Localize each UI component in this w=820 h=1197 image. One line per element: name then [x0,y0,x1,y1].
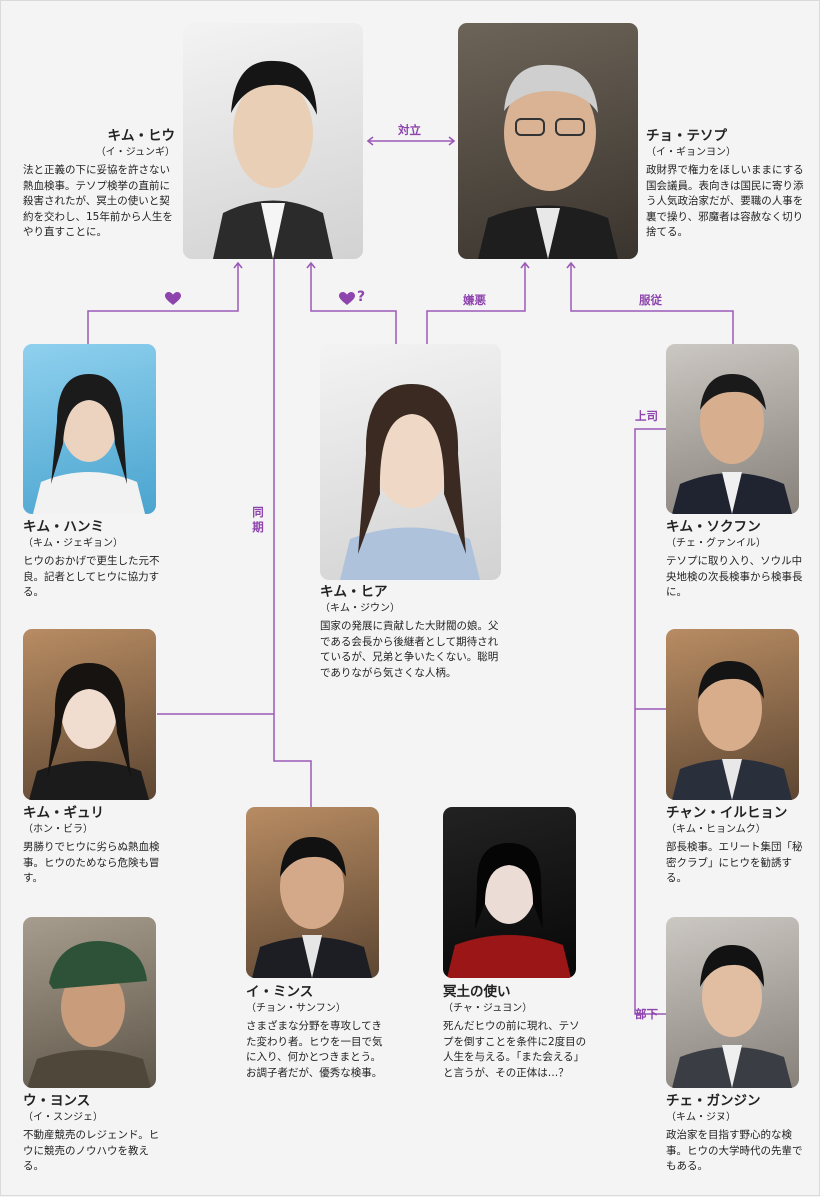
character-description: 法と正義の下に妥協を許さない熱血検事。テソプ検挙の直前に殺害されたが、冥土の使い… [23,164,173,238]
che-ganjin-photo [666,917,799,1088]
character-description: ヒウのおかげで更生した元不良。記者としてヒウに協力する。 [23,555,160,598]
che-ganjin-info: チェ・ガンジン （キム・ジヌ） 政治家を目指す野心的な検事。ヒウの大学時代の先輩… [666,1093,804,1175]
kim-hiu-photo [183,23,363,259]
kim-gyuri-info: キム・ギュリ （ホン・ビラ） 男勝りでヒウに劣らぬ熱血検事。ヒウのためなら危険も… [23,805,161,887]
lee-minsu-photo [246,807,379,978]
chan-ilhyon-photo [666,629,799,800]
character-name: キム・ハンミ [23,519,104,535]
kim-hia-photo [320,344,501,580]
character-description: 政治家を目指す野心的な検事。ヒウの大学時代の先輩でもある。 [666,1129,803,1172]
character-description: 男勝りでヒウに劣らぬ熱血検事。ヒウのためなら危険も冒す。 [23,841,160,884]
u-yonsu-photo [23,917,156,1088]
character-name: キム・ヒウ [107,128,176,144]
actor-name: （チェ・グァンイル） [666,538,766,549]
lee-minsu-info: イ・ミンス （チョン・サンフン） さまざまな分野を専攻してきた変わり者。ヒウを一… [246,984,388,1081]
kim-sokfun-info: キム・ソクフン （チェ・グァンイル） テソプに取り入り、ソウル中央地検の次長検事… [666,519,804,601]
character-name: イ・ミンス [246,984,314,1000]
rel-colleague-label: 同期 [252,505,264,534]
character-description: 国家の発展に貢献した大財閥の娘。父である会長から後継者として期待されているが、兄… [320,620,499,679]
character-name: キム・ギュリ [23,805,104,821]
actor-name: （ホン・ビラ） [23,824,93,835]
question-mark-label: ? [357,289,366,305]
character-description: 政財界で権力をほしいままにする国会議員。表向きは国民に寄り添う人気政治家だが、要… [646,164,804,238]
actor-name: （キム・ジヌ） [666,1112,736,1123]
rel-hate-label: 嫌悪 [463,293,486,307]
character-description: 不動産競売のレジェンド。ヒウに競売のノウハウを教える。 [23,1129,160,1172]
actor-name: （キム・ジウン） [320,603,400,614]
cho-tesop-photo [458,23,638,259]
character-description: さまざまな分野を専攻してきた変わり者。ヒウを一目で気に入り、何かとつきまとう。お… [246,1020,383,1079]
kim-hanmi-info: キム・ハンミ （キム・ジェギョン） ヒウのおかげで更生した元不良。記者としてヒウ… [23,519,161,601]
kim-hanmi-photo [23,344,156,514]
kim-sokfun-photo [666,344,799,514]
character-description: 死んだヒウの前に現れ、テソプを倒すことを条件に2度目の人生を与える。「また会える… [443,1020,587,1079]
u-yonsu-info: ウ・ヨンス （イ・スンジェ） 不動産競売のレジェンド。ヒウに競売のノウハウを教え… [23,1093,165,1175]
actor-name: （キム・ジェギョン） [23,538,123,549]
rel-obey-label: 服従 [639,293,662,307]
kim-gyuri-photo [23,629,156,800]
character-name: ウ・ヨンス [23,1093,91,1109]
heart-icon [165,292,181,305]
character-description: テソプに取り入り、ソウル中央地検の次長検事から検事長に。 [666,555,803,598]
meido-info: 冥土の使い （チャ・ジュヨン） 死んだヒウの前に現れ、テソプを倒すことを条件に2… [443,984,588,1081]
character-name: チャン・イルヒョン [666,805,788,821]
actor-name: （イ・ジュンギ） [95,147,175,158]
kim-hiu-info: キム・ヒウ （イ・ジュンギ） 法と正義の下に妥協を許さない熱血検事。テソプ検挙の… [23,128,175,241]
character-name: キム・ソクフン [666,519,761,535]
character-name: 冥土の使い [443,984,511,1000]
actor-name: （キム・ヒョンムク） [666,824,766,835]
character-name: チェ・ガンジン [666,1093,761,1109]
rel-subordinate-label: 部下 [635,1007,658,1021]
actor-name: （イ・スンジェ） [23,1112,103,1123]
meido-photo [443,807,576,978]
rel-rival-label: 対立 [398,123,421,137]
character-description: 部長検事。エリート集団「秘密クラブ」にヒウを勧誘する。 [666,841,803,884]
kim-hia-info: キム・ヒア （キム・ジウン） 国家の発展に貢献した大財閥の娘。父である会長から後… [320,584,506,681]
character-name: キム・ヒア [320,584,388,600]
chan-ilhyon-info: チャン・イルヒョン （キム・ヒョンムク） 部長検事。エリート集団「秘密クラブ」に… [666,805,804,887]
cho-tesop-info: チョ・テソプ （イ・ギョンヨン） 政財界で権力をほしいままにする国会議員。表向き… [646,128,804,241]
actor-name: （イ・ギョンヨン） [646,147,736,158]
actor-name: （チョン・サンフン） [246,1003,346,1014]
rel-boss-label: 上司 [635,409,658,423]
character-name: チョ・テソプ [646,128,727,144]
heart-icon [339,292,355,305]
actor-name: （チャ・ジュヨン） [443,1003,533,1014]
